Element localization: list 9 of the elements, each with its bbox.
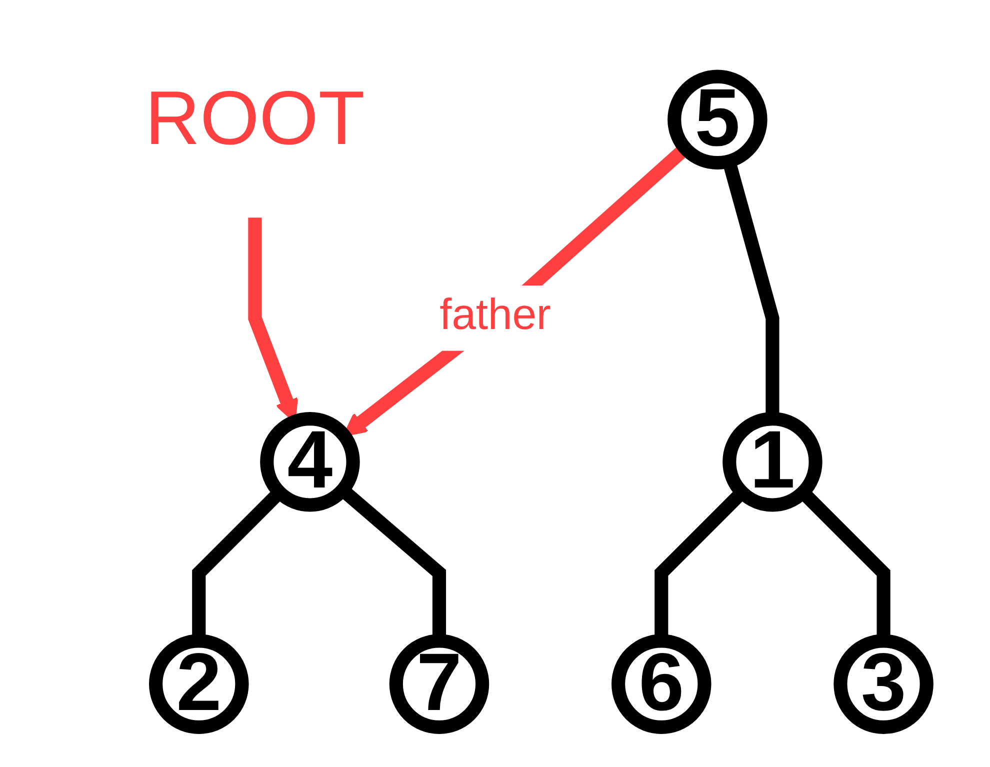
node-text: ROOT xyxy=(144,76,365,160)
node-circle: 3 xyxy=(834,634,934,734)
node-circle: 4 xyxy=(260,412,360,512)
node-circle: 6 xyxy=(612,634,712,734)
node-circle: 5 xyxy=(668,70,768,170)
node-circle: 2 xyxy=(149,634,249,734)
node-circle: 7 xyxy=(389,634,490,734)
node-circle: 1 xyxy=(722,412,822,512)
edge-label: father xyxy=(440,294,551,340)
